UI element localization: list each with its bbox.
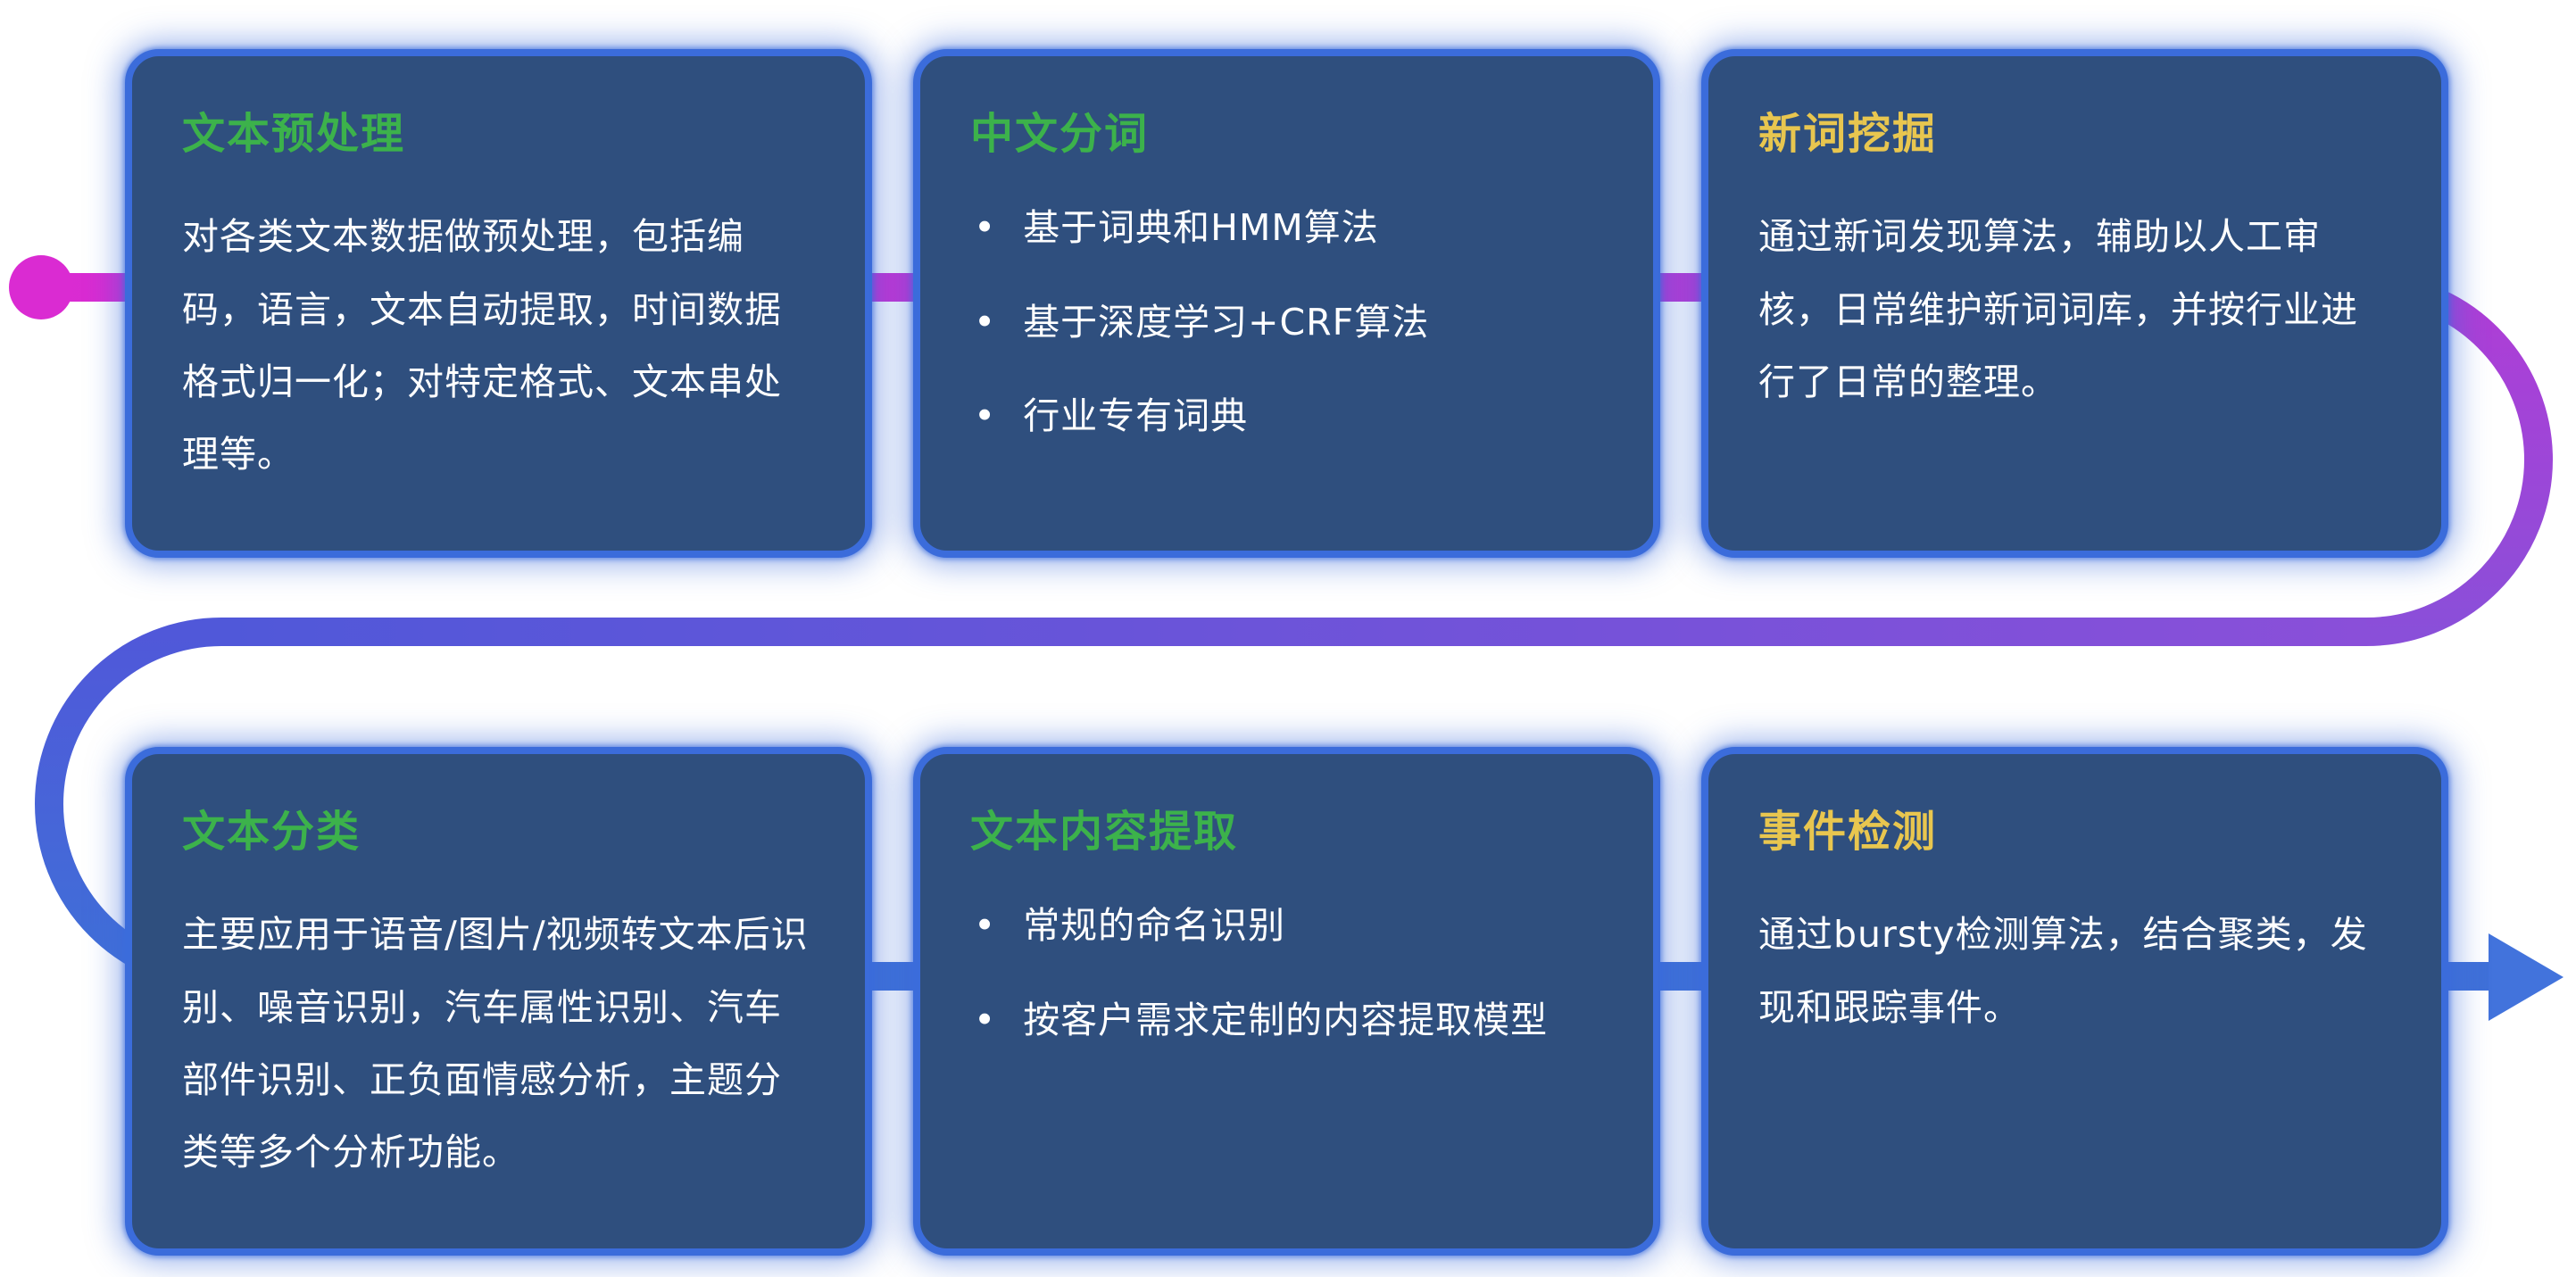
card-title: 新词挖掘: [1758, 109, 1938, 159]
bullet-dot-icon: •: [974, 394, 997, 438]
bullet-dot-icon: •: [974, 998, 997, 1041]
card-bullet-list: • 基于词典和HMM算法 • 基于深度学习+CRF算法 • 行业专有词典: [970, 201, 1603, 444]
card-chinese-word-segmentation: 中文分词 • 基于词典和HMM算法 • 基于深度学习+CRF算法 • 行业专有词…: [913, 49, 1660, 558]
card-new-word-mining: 新词挖掘 通过新词发现算法，辅助以人工审核，日常维护新词词库，并按行业进行了日常…: [1701, 49, 2448, 558]
card-title: 中文分词: [970, 109, 1150, 159]
flow-curve-right: [2365, 273, 2554, 646]
bullet-dot-icon: •: [974, 904, 997, 948]
bullet-text: 基于深度学习+CRF算法: [1023, 300, 1430, 344]
bullet-text: 常规的命名识别: [1023, 904, 1286, 948]
card-text-classification: 文本分类 主要应用于语音/图片/视频转文本后识别、噪音识别，汽车属性识别、汽车部…: [125, 747, 872, 1256]
card-text-preprocessing: 文本预处理 对各类文本数据做预处理，包括编码，语言，文本自动提取，时间数据格式归…: [125, 49, 872, 558]
card-body: 对各类文本数据做预处理，包括编码，语言，文本自动提取，时间数据格式归一化；对特定…: [182, 215, 782, 476]
card-title: 文本预处理: [182, 109, 406, 159]
card-bullet-list: • 常规的命名识别 • 按客户需求定制的内容提取模型: [970, 899, 1603, 1048]
bullet-item: • 行业专有词典: [974, 389, 1600, 444]
flow-start-dot-icon: [9, 255, 73, 319]
bullet-dot-icon: •: [974, 300, 997, 344]
bullet-item: • 常规的命名识别: [974, 899, 1600, 954]
card-title: 文本分类: [182, 807, 361, 857]
bullet-text: 基于词典和HMM算法: [1023, 206, 1379, 250]
card-event-detection: 事件检测 通过bursty检测算法，结合聚类，发现和跟踪事件。: [1701, 747, 2448, 1256]
bullet-item: • 基于词典和HMM算法: [974, 201, 1600, 256]
bullet-text: 行业专有词典: [1023, 394, 1249, 438]
bullet-dot-icon: •: [974, 206, 997, 250]
card-body: 主要应用于语音/图片/视频转文本后识别、噪音识别，汽车属性识别、汽车部件识别、正…: [182, 913, 809, 1173]
card-body: 通过新词发现算法，辅助以人工审核，日常维护新词词库，并按行业进行了日常的整理。: [1758, 215, 2358, 403]
card-body: 通过bursty检测算法，结合聚类，发现和跟踪事件。: [1758, 913, 2368, 1029]
bullet-item: • 按客户需求定制的内容提取模型: [974, 993, 1600, 1049]
bullet-text: 按客户需求定制的内容提取模型: [1023, 998, 1549, 1041]
card-title: 事件检测: [1758, 807, 1938, 857]
card-text-content-extraction: 文本内容提取 • 常规的命名识别 • 按客户需求定制的内容提取模型: [913, 747, 1660, 1256]
bullet-item: • 基于深度学习+CRF算法: [974, 295, 1600, 351]
card-title: 文本内容提取: [970, 807, 1239, 857]
flow-end-arrow-icon: [2489, 933, 2564, 1021]
